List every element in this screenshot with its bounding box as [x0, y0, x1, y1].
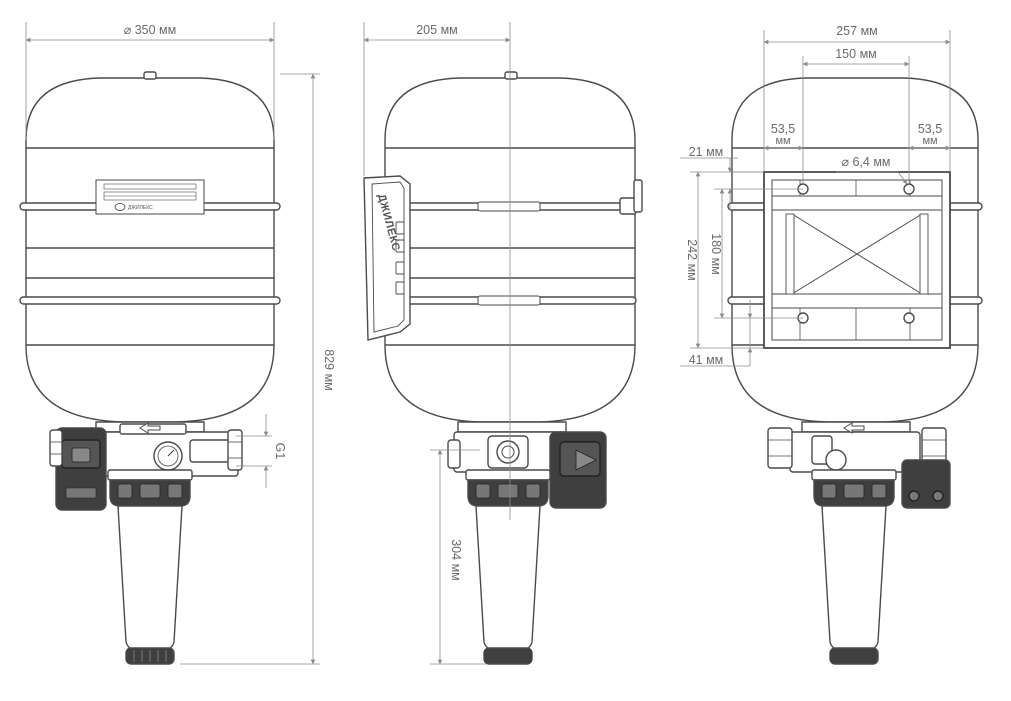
front-tank-body: [25, 77, 275, 423]
front-strap-lower: [19, 296, 281, 305]
back-left-offset-unit: мм: [775, 135, 790, 147]
back-dimensions: [680, 30, 951, 367]
side-dimensions: [363, 22, 511, 665]
arrow-left-icon: [139, 422, 161, 434]
side-width-label: 205 мм: [416, 23, 458, 37]
front-view: ДЖИЛЕКС: [19, 71, 281, 665]
back-hole-spacing-label: 150 мм: [835, 47, 877, 61]
filter-flask-icon: [117, 505, 183, 651]
back-top-offset-label: 21 мм: [689, 145, 724, 159]
back-right-offset-unit: мм: [922, 135, 937, 147]
back-bracket-height-label: 242 мм: [685, 239, 699, 281]
back-width-label: 257 мм: [836, 24, 878, 38]
front-diameter-label: ⌀ 350 мм: [124, 23, 177, 37]
mounting-hole-bottom-right: [903, 312, 915, 324]
back-bottom-offset-label: 41 мм: [689, 353, 724, 367]
back-view: [727, 77, 983, 665]
side-view: ДЖИЛЕКС: [363, 71, 643, 665]
front-plate-brand-text: ДЖИЛЕКС: [128, 205, 153, 211]
side-wall-bracket: [363, 175, 411, 341]
back-hole-diameter-label: ⌀ 6,4 мм: [841, 155, 890, 169]
back-right-offset-value: 53,5: [918, 122, 942, 136]
mounting-hole-top-right: [903, 183, 915, 195]
front-top-nipple: [143, 71, 157, 80]
back-left-offset-value: 53,5: [771, 122, 795, 136]
side-filter-height-label: 304 мм: [449, 539, 463, 581]
front-dimensions: [25, 22, 320, 665]
front-height-label: 829 мм: [322, 349, 336, 391]
back-hole-vertical-label: 180 мм: [709, 233, 723, 275]
front-thread-label: G1: [273, 443, 287, 460]
